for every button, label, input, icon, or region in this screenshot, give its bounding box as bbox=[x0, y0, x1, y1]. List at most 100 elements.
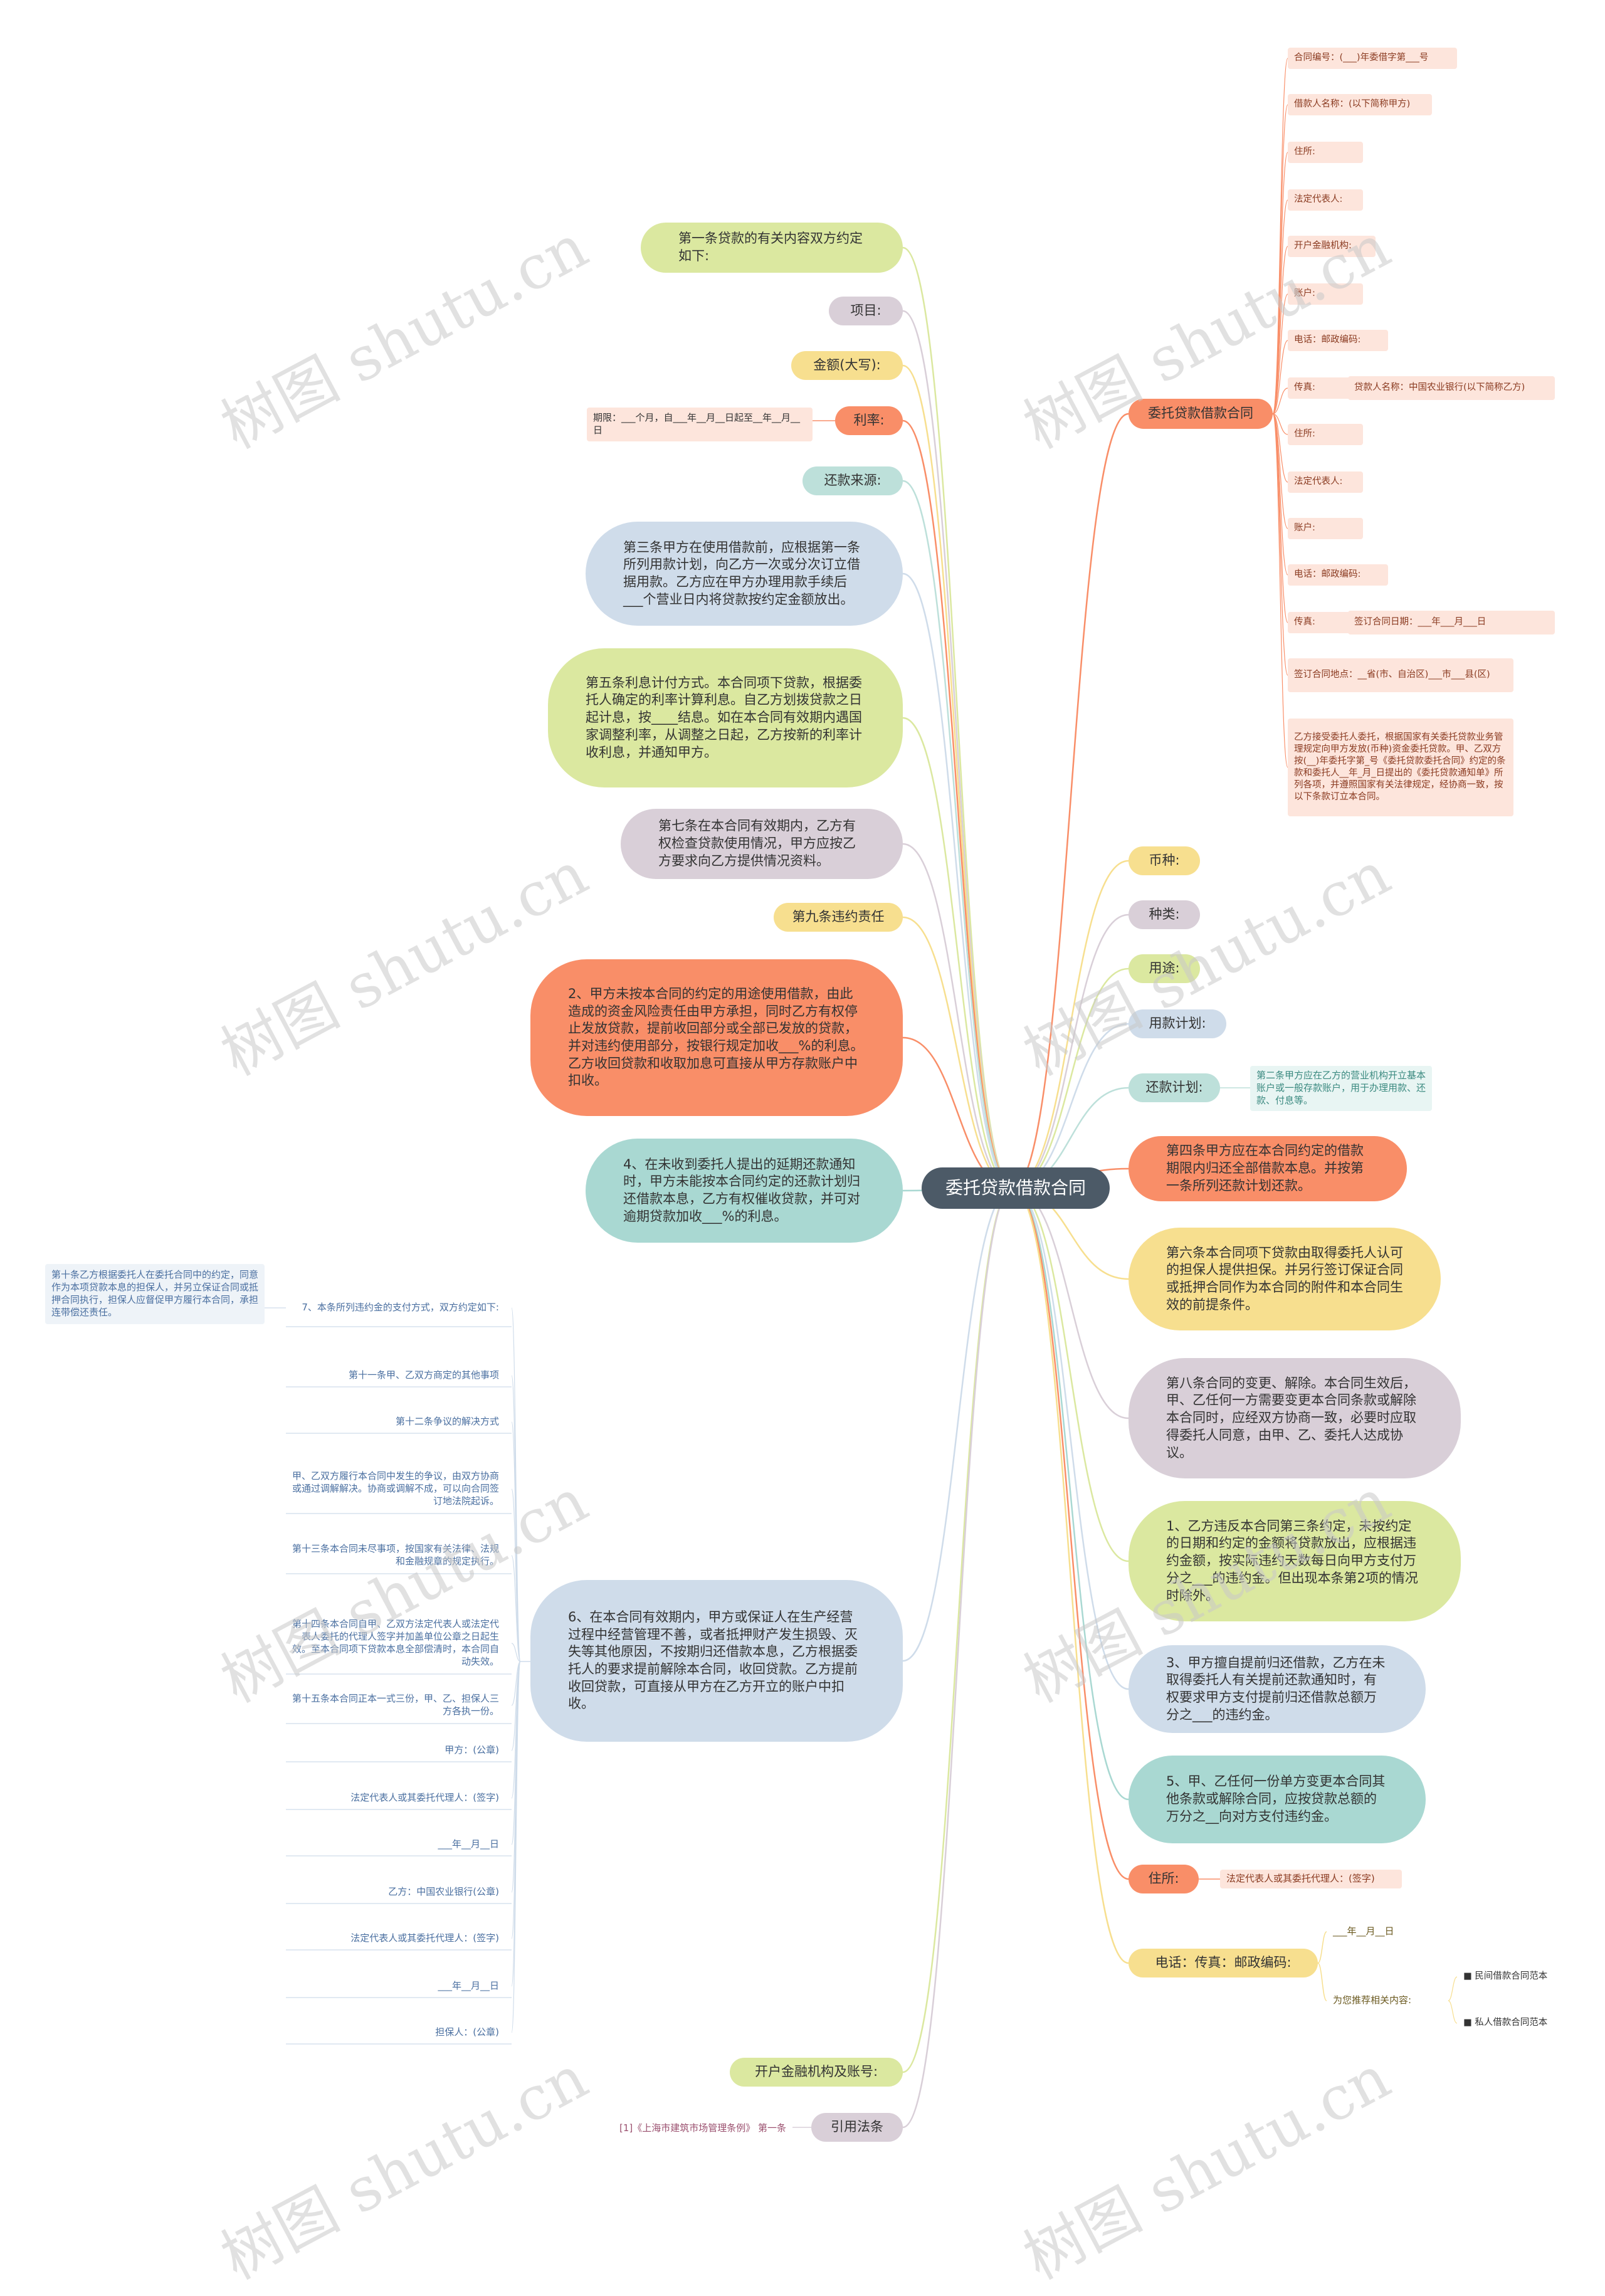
right-node-r6-label: 还款计划: bbox=[1145, 1080, 1203, 1095]
contract-header-leaf[interactable]: 合同编号：(___)年委借字第___号 bbox=[1288, 48, 1457, 69]
contract-header-leaf[interactable]: 法定代表人: bbox=[1288, 189, 1363, 211]
left-node-l14[interactable]: 引用法条 bbox=[811, 2113, 903, 2142]
connector bbox=[1272, 413, 1288, 768]
contract-clause-leaf[interactable]: 法定代表人或其委托代理人：(签字) bbox=[286, 1930, 505, 1947]
left-node-l13[interactable]: 开户金融机构及账号: bbox=[730, 2058, 903, 2087]
contract-clause-leaf[interactable]: 甲方：(公章) bbox=[286, 1742, 505, 1759]
contract-clause-leaf-label: 7、本条所列违约金的支付方式，双方约定如下: bbox=[302, 1302, 499, 1314]
contract-header-leaf[interactable]: 电话：邮政编码: bbox=[1288, 330, 1388, 351]
left-node-l11[interactable]: 4、在未收到委托人提出的延期还款通知时，甲方未能按本合同约定的还款计划归还借款本… bbox=[586, 1139, 903, 1243]
contract-clause-leaf-label: 法定代表人或其委托代理人：(签字) bbox=[350, 1932, 499, 1944]
contract-header-leaf-label: 开户金融机构: bbox=[1294, 241, 1352, 251]
connector bbox=[1272, 387, 1288, 414]
left-node-l3[interactable]: 金额(大写): bbox=[791, 351, 903, 380]
left-node-l1-label: 第一条贷款的有关内容双方约定如下: bbox=[678, 231, 863, 263]
contract-header-leaf[interactable]: 账户: bbox=[1288, 518, 1363, 539]
right-node-r8-label: 第六条本合同项下贷款由取得委托人认可的担保人提供担保。并另行签订保证合同或抵押合… bbox=[1166, 1245, 1403, 1312]
left-node-l5[interactable]: 还款来源: bbox=[802, 466, 903, 495]
contract-header-leaf[interactable]: 法定代表人: bbox=[1288, 471, 1363, 493]
right-node-r2-label: 币种: bbox=[1149, 853, 1180, 868]
contract-header-leaf[interactable]: 账户: bbox=[1288, 283, 1363, 305]
right-node-r11[interactable]: 3、甲方擅自提前归还借款，乙方在未取得委托人有关提前还款通知时，有权要求甲方支付… bbox=[1129, 1645, 1426, 1733]
contract-clause-leaf[interactable]: 第十五条本合同正本一式三份，甲、乙、担保人三方各执一份。 bbox=[286, 1690, 505, 1721]
right-node-r5[interactable]: 用款计划: bbox=[1129, 1009, 1226, 1038]
connector bbox=[1448, 1976, 1458, 2001]
connector bbox=[1012, 1187, 1129, 1690]
contract-clause-leaf-label: 第十五条本合同正本一式三份，甲、乙、担保人三方各执一份。 bbox=[292, 1693, 500, 1717]
contract-clause-leaf-label: 乙方：中国农业银行(公章) bbox=[388, 1886, 499, 1898]
right-node-r12-label: 5、甲、乙任何一份单方变更本合同其他条款或解除合同，应按贷款总额的万分之__向对… bbox=[1166, 1774, 1386, 1824]
right-node-r14[interactable]: 电话：传真：邮政编码: bbox=[1129, 1949, 1318, 1977]
connector bbox=[1012, 413, 1129, 1189]
left-node-l4[interactable]: 利率: bbox=[835, 406, 903, 435]
left-node-l12[interactable]: 6、在本合同有效期内，甲方或保证人在生产经营过程中经营管理不善，或者抵押财产发生… bbox=[530, 1580, 903, 1742]
left-node-l6[interactable]: 第三条甲方在使用借款前，应根据第一条所列用款计划，向乙方一次或分次订立借据用款。… bbox=[586, 522, 903, 626]
date-leaf[interactable]: ___年__月__日 bbox=[1327, 1921, 1421, 1942]
guarantee-clause-leaf[interactable]: 第十条乙方根据委托人在委托合同中的约定，同意作为本项贷款本息的担保人，并另立保证… bbox=[45, 1264, 265, 1324]
contract-header-leaf[interactable]: 签订合同地点：__省(市、自治区)___市___县(区) bbox=[1288, 658, 1513, 692]
recommend-label[interactable]: 为您推荐相关内容: bbox=[1327, 1990, 1452, 2011]
date-leaf-label: ___年__月__日 bbox=[1333, 1925, 1394, 1937]
right-node-r7[interactable]: 第四条甲方应在本合同约定的借款期限内归还全部借款本息。并按第一条所列还款计划还款… bbox=[1129, 1136, 1407, 1201]
connector bbox=[902, 419, 1013, 1189]
left-node-l10[interactable]: 2、甲方未按本合同的约定的用途使用借款，由此造成的资金风险责任由甲方承担，同时乙… bbox=[530, 959, 903, 1116]
root-node[interactable]: 委托贷款借款合同 bbox=[922, 1167, 1110, 1209]
contract-clause-leaf[interactable]: 担保人：(公章) bbox=[286, 2024, 505, 2041]
contract-header-leaf[interactable]: 开户金融机构: bbox=[1288, 236, 1376, 257]
contract-clause-leaf-label: 第十四条本合同自甲、乙双方法定代表人或法定代表人委托的代理人签字并加盖单位公章之… bbox=[292, 1618, 500, 1667]
right-node-r10-label: 1、乙方违反本合同第三条约定，未按约定的日期和约定的金额将贷款放出，应根据违约金… bbox=[1166, 1518, 1418, 1603]
party-detail-leaf[interactable]: 贷款人名称：中国农业银行(以下简称乙方) bbox=[1348, 376, 1555, 400]
right-node-r10[interactable]: 1、乙方违反本合同第三条约定，未按约定的日期和约定的金额将贷款放出，应根据违约金… bbox=[1129, 1501, 1461, 1621]
contract-clause-leaf[interactable]: 第十二条争议的解决方式 bbox=[286, 1413, 505, 1431]
left-node-l4-label: 利率: bbox=[853, 413, 885, 428]
contract-clause-leaf[interactable]: 第十一条甲、乙双方商定的其他事项 bbox=[286, 1367, 505, 1384]
connector bbox=[1317, 1931, 1327, 1964]
contract-clause-leaf[interactable]: 甲、乙双方履行本合同中发生的争议，由双方协商或通过调解解决。协商或调解不成，可以… bbox=[286, 1467, 505, 1511]
contract-header-leaf[interactable]: 住所: bbox=[1288, 142, 1363, 163]
party-detail-leaf[interactable]: 签订合同日期：___年___月___日 bbox=[1348, 611, 1555, 635]
address-signature-leaf[interactable]: 法定代表人或其委托代理人：(签字) bbox=[1220, 1870, 1402, 1888]
left-node-l6-label: 第三条甲方在使用借款前，应根据第一条所列用款计划，向乙方一次或分次订立借据用款。… bbox=[623, 539, 860, 607]
connector bbox=[1272, 413, 1288, 483]
right-node-r2[interactable]: 币种: bbox=[1129, 846, 1200, 875]
connector bbox=[1012, 1187, 1129, 1964]
right-node-r3[interactable]: 种类: bbox=[1129, 900, 1200, 929]
connector bbox=[902, 364, 1013, 1189]
connector bbox=[511, 1661, 521, 1706]
contract-clause-leaf[interactable]: 第十四条本合同自甲、乙双方法定代表人或法定代表人委托的代理人签字并加盖单位公章之… bbox=[286, 1615, 505, 1672]
left-node-l1[interactable]: 第一条贷款的有关内容双方约定如下: bbox=[641, 223, 903, 273]
connector bbox=[902, 572, 1013, 1189]
contract-header-leaf[interactable]: 借款人名称：(以下简称甲方) bbox=[1288, 94, 1432, 115]
right-node-r8[interactable]: 第六条本合同项下贷款由取得委托人认可的担保人提供担保。并另行签订保证合同或抵押合… bbox=[1129, 1228, 1441, 1330]
right-node-r12[interactable]: 5、甲、乙任何一份单方变更本合同其他条款或解除合同，应按贷款总额的万分之__向对… bbox=[1129, 1756, 1426, 1843]
guarantee-clause-leaf-label: 第十条乙方根据委托人在委托合同中的约定，同意作为本项贷款本息的担保人，并另立保证… bbox=[51, 1269, 259, 1318]
contract-header-leaf-label: 合同编号：(___)年委借字第___号 bbox=[1294, 53, 1429, 63]
contract-header-leaf[interactable]: 乙方接受委托人委托，根据国家有关委托贷款业务管理规定向甲方发放(币种)资金委托贷… bbox=[1288, 719, 1513, 816]
left-node-l9[interactable]: 第九条违约责任 bbox=[774, 903, 903, 932]
left-node-l9-label: 第九条违约责任 bbox=[792, 909, 885, 925]
contract-clause-leaf[interactable]: 7、本条所列违约金的支付方式，双方约定如下: bbox=[286, 1292, 505, 1324]
connector bbox=[1012, 1187, 1129, 1419]
connector bbox=[1012, 1187, 1129, 1562]
contract-clause-leaf[interactable]: 法定代表人或其委托代理人：(签字) bbox=[286, 1789, 505, 1807]
right-node-r6[interactable]: 还款计划: bbox=[1129, 1073, 1220, 1102]
left-node-l2[interactable]: 项目: bbox=[829, 297, 903, 325]
right-node-r13[interactable]: 住所: bbox=[1129, 1865, 1199, 1893]
repayment-account-leaf[interactable]: 第二条甲方应在乙方的营业机构开立基本账户或一般存款账户，用于办理用款、还款、付息… bbox=[1250, 1066, 1432, 1111]
left-node-l7[interactable]: 第五条利息计付方式。本合同项下贷款，根据委托人确定的利率计算利息。自乙方划拨贷款… bbox=[548, 648, 903, 787]
party-detail-leaf-label: 签订合同日期：___年___月___日 bbox=[1354, 617, 1487, 628]
contract-header-leaf[interactable]: 住所: bbox=[1288, 424, 1363, 445]
right-node-r4[interactable]: 用途: bbox=[1129, 954, 1200, 983]
contract-clause-leaf[interactable]: 乙方：中国农业银行(公章) bbox=[286, 1883, 505, 1901]
contract-header-leaf[interactable]: 电话：邮政编码: bbox=[1288, 564, 1388, 586]
recommend-link-0[interactable]: ■ 民间借款合同范本 bbox=[1457, 1966, 1567, 1988]
contract-clause-leaf[interactable]: ___年__月__日 bbox=[286, 1977, 505, 1995]
cited-law-leaf[interactable]: [1]《上海市建筑市场管理条例》 第一条 bbox=[591, 2119, 792, 2138]
right-node-r9[interactable]: 第八条合同的变更、解除。本合同生效后，甲、乙任何一方需要变更本合同条款或解除本合… bbox=[1129, 1358, 1461, 1478]
contract-clause-leaf[interactable]: 第十三条本合同未尽事项，按国家有关法律、法规和金融规章的规定执行。 bbox=[286, 1540, 505, 1571]
rate-term-leaf[interactable]: 期限：___个月，自___年__月__日起至__年__月__日 bbox=[587, 408, 813, 441]
right-node-r1[interactable]: 委托贷款借款合同 bbox=[1129, 399, 1273, 429]
recommend-link-1[interactable]: ■ 私人借款合同范本 bbox=[1457, 2013, 1567, 2034]
left-node-l8[interactable]: 第七条在本合同有效期内，乙方有权检查贷款使用情况，甲方应按乙方要求向乙方提供情况… bbox=[621, 809, 903, 879]
contract-clause-leaf[interactable]: ___年__月__日 bbox=[286, 1836, 505, 1853]
